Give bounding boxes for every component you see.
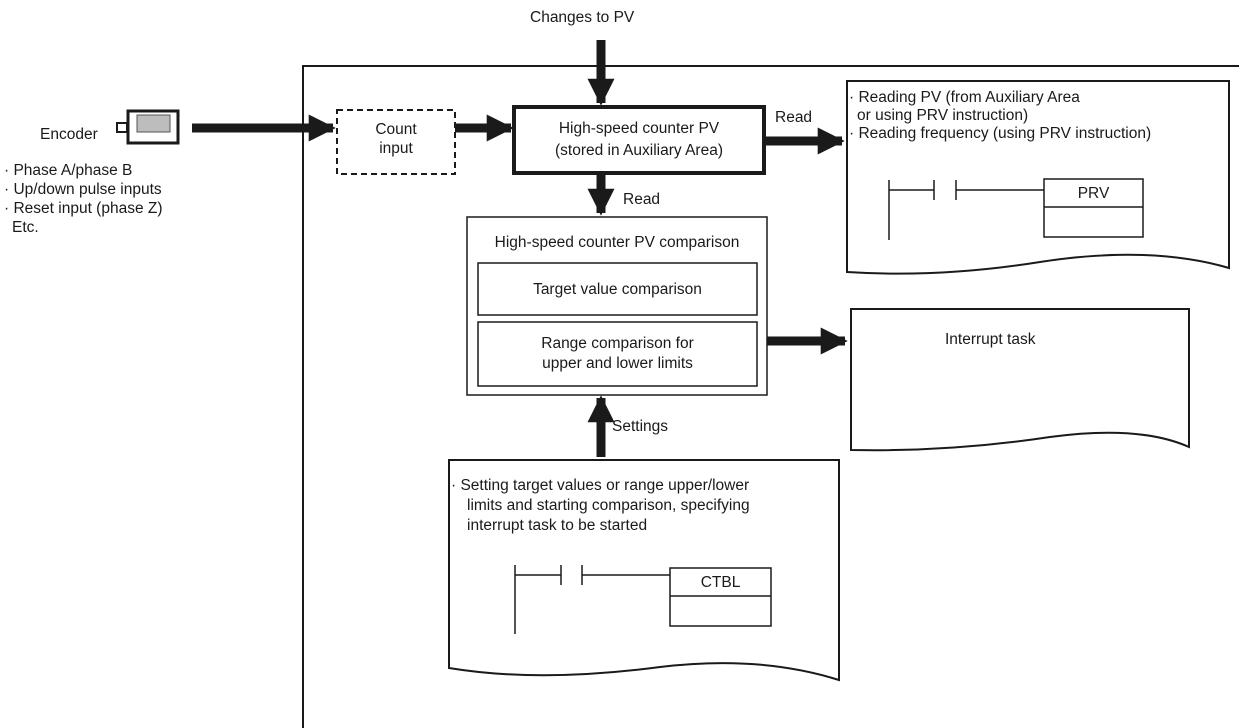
settings-label: Settings — [612, 418, 669, 435]
encoder-bullet-3: · Reset input (phase Z) — [4, 200, 163, 217]
read-note-line3: · Reading frequency (using PRV instructi… — [849, 125, 1152, 142]
read-note-line1: · Reading PV (from Auxiliary Area — [849, 89, 1080, 106]
count-input-line2: input — [379, 140, 413, 157]
read-note-line2: or using PRV instruction) — [857, 107, 1029, 124]
interrupt-task-label: Interrupt task — [945, 331, 1036, 348]
encoder-bullet-1: · Phase A/phase B — [4, 162, 133, 179]
range-comparison-line1: Range comparison for — [541, 335, 694, 352]
settings-note-line1: · Setting target values or range upper/l… — [451, 477, 750, 494]
count-input-line1: Count — [375, 121, 417, 138]
encoder-bullet-2: · Up/down pulse inputs — [4, 181, 162, 198]
settings-note-line3: interrupt task to be started — [467, 517, 648, 534]
encoder-title: Encoder — [40, 126, 98, 143]
read-right-label: Read — [775, 109, 813, 126]
settings-note-line2: limits and starting comparison, specifyi… — [467, 497, 750, 514]
plc-frame — [302, 65, 1239, 728]
pv-box-line1: High-speed counter PV — [558, 120, 720, 137]
range-comparison-box — [477, 321, 758, 387]
target-value-label: Target value comparison — [533, 281, 702, 298]
pv-box-line2: (stored in Auxiliary Area) — [555, 142, 723, 159]
count-input-box — [336, 109, 456, 175]
prv-ladder — [888, 178, 1144, 240]
prv-instruction-label: PRV — [1077, 185, 1110, 202]
target-value-box — [477, 262, 758, 316]
changes-to-pv-label: Changes to PV — [530, 9, 635, 26]
encoder-bullet-4: Etc. — [12, 219, 39, 236]
encoder-icon — [116, 109, 180, 145]
ctbl-ladder — [514, 565, 772, 634]
pv-box — [512, 105, 766, 175]
interrupt-task-document — [850, 308, 1190, 452]
range-comparison-line2: upper and lower limits — [542, 355, 693, 372]
ctbl-instruction-label: CTBL — [700, 574, 741, 591]
comparison-title: High-speed counter PV comparison — [494, 234, 740, 251]
read-down-label: Read — [623, 191, 661, 208]
